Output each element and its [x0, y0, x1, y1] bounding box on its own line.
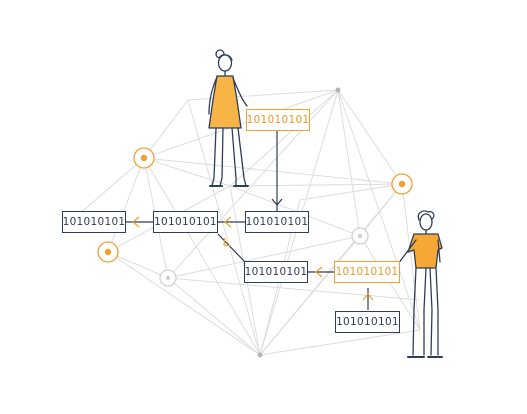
mesh-line [337, 89, 361, 237]
mesh-line [143, 157, 231, 187]
mesh-line [229, 183, 403, 187]
binary-box-mid-right: 101010101 [245, 211, 309, 233]
gray-dot [257, 352, 263, 358]
gray-node [351, 227, 369, 245]
mesh-line [143, 157, 261, 356]
mesh-line [143, 99, 189, 159]
binary-box-left: 101010101 [62, 211, 126, 233]
binary-box-woman: 101010101 [246, 109, 310, 131]
woman-figure [208, 49, 249, 187]
orange-node [133, 147, 155, 169]
orange-node [97, 241, 119, 263]
binary-box-lower-center: 101010101 [244, 261, 308, 283]
arrowhead [223, 237, 232, 247]
mesh-line [337, 89, 403, 185]
gray-dot [335, 87, 341, 93]
flow-connectors [126, 131, 374, 310]
mesh-line [107, 251, 169, 279]
binary-box-mid-center: 101010101 [153, 211, 218, 233]
arrowhead [362, 293, 374, 301]
mesh-line [167, 277, 421, 301]
mesh-line [167, 277, 261, 356]
mesh-line [229, 89, 339, 187]
binary-box-bottom: 101010101 [335, 311, 400, 333]
mesh-line [337, 89, 421, 331]
gray-node [159, 269, 177, 287]
arrowhead [315, 266, 323, 278]
man-figure [397, 210, 443, 358]
mesh-line [187, 99, 261, 356]
arrowhead [271, 198, 283, 206]
arrowhead [132, 216, 140, 228]
mesh-line [259, 329, 421, 356]
mesh-line [299, 183, 403, 201]
connector [217, 233, 246, 263]
mesh-line [359, 235, 421, 331]
mesh-line [107, 251, 261, 356]
arrowhead [224, 216, 232, 228]
orange-node [391, 173, 413, 195]
mesh-line [107, 157, 145, 253]
mesh-line [259, 235, 361, 356]
mesh-line [167, 235, 361, 279]
binary-box-man: 101010101 [334, 261, 400, 283]
mesh-line [401, 183, 421, 331]
mesh-line [143, 157, 403, 185]
